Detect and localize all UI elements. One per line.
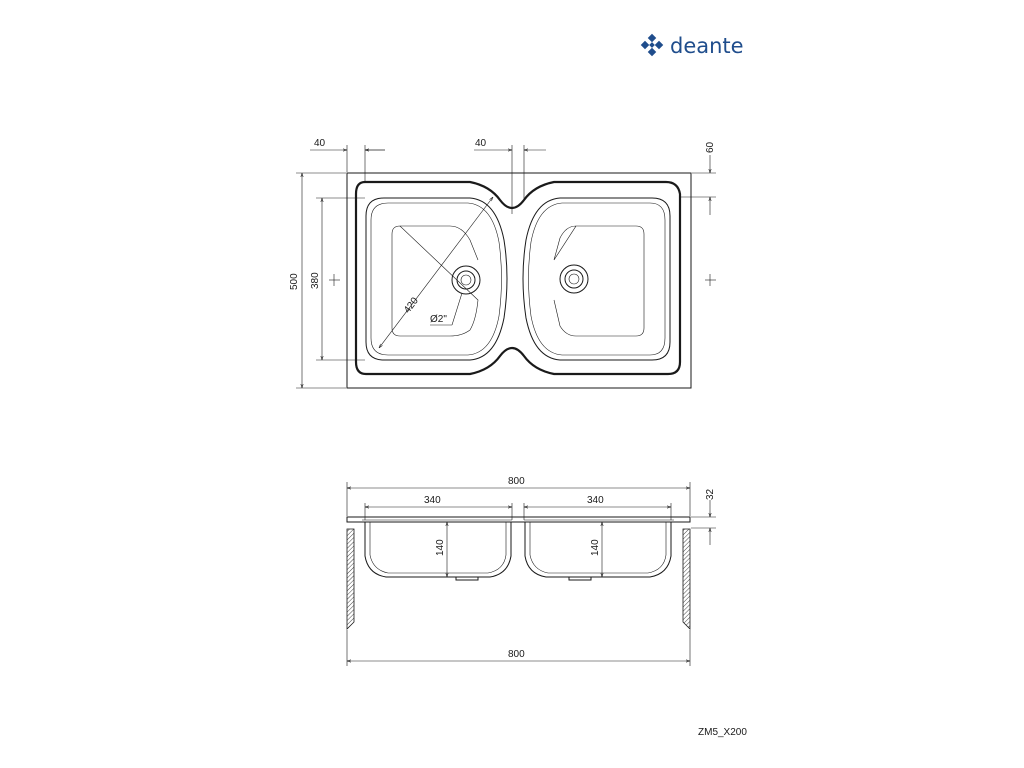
right-cabinet-wall: [682, 528, 691, 630]
right-bowl-side: [524, 522, 672, 578]
sink-inner-rim: [354, 180, 682, 376]
dim-center-margin-label: 40: [475, 138, 487, 149]
rim-plate: [346, 516, 691, 523]
right-drain-side: [568, 576, 592, 581]
sink-outer-rim: [346, 172, 692, 389]
deante-logo-icon: [640, 33, 664, 57]
right-bowl-bottom: [553, 225, 645, 337]
dim-left-margin-label: 40: [314, 138, 326, 149]
dim-bowl-right-width-label: 340: [587, 495, 604, 506]
dim-bowl-right-depth-label: 140: [590, 539, 601, 556]
left-drain: [451, 265, 481, 295]
dim-rim-height-label: 32: [705, 488, 716, 500]
dim-bowl-left-width-label: 340: [424, 495, 441, 506]
dim-bowl-depth-label: 380: [310, 272, 321, 289]
brand-name: deante: [670, 34, 744, 58]
left-cabinet-wall: [346, 528, 355, 630]
dim-top-margin-label: 60: [705, 141, 716, 153]
dim-drain-label: Ø2": [430, 314, 447, 325]
top-view: 420 Ø2" 40 40 60 500 380: [289, 138, 716, 389]
dim-total-width-top-label: 800: [508, 476, 525, 487]
right-bowl-inner: [528, 202, 666, 356]
dim-bowl-diagonal-label: 420: [402, 295, 421, 315]
product-code: ZM5_X200: [698, 727, 747, 738]
dim-bowl-left-depth-label: 140: [435, 539, 446, 556]
left-bowl-side: [364, 522, 512, 578]
dim-line-diagonal: [379, 197, 493, 348]
right-drain: [559, 264, 589, 294]
dim-total-width-bottom-label: 800: [508, 649, 525, 660]
left-drain-side: [455, 576, 479, 581]
side-view: 800 340 340 140 140 32: [346, 476, 716, 666]
brand-logo: deante: [640, 33, 744, 58]
right-bowl-outline: [522, 197, 671, 361]
dim-total-depth-label: 500: [289, 273, 300, 290]
